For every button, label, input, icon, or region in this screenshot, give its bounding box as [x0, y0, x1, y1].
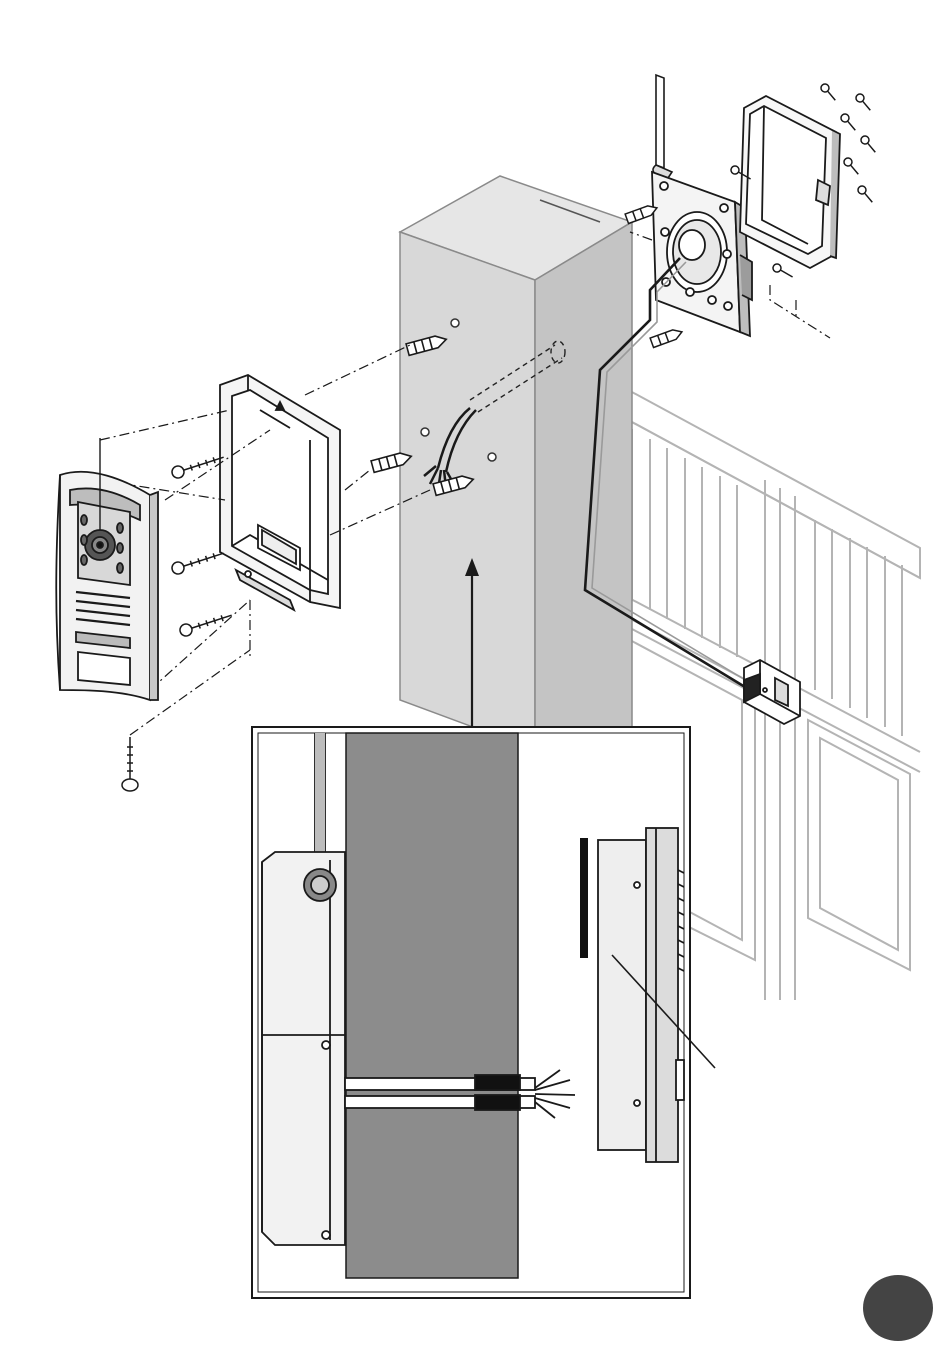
lock-rod — [653, 75, 672, 178]
inset-junction-box — [262, 852, 345, 1245]
gate-post — [400, 176, 632, 750]
electric-lock — [744, 660, 800, 724]
intercom-mounting-box — [220, 375, 340, 610]
inset-post — [346, 733, 518, 1278]
screw — [170, 547, 225, 575]
detail-inset — [252, 727, 715, 1298]
screw — [122, 737, 138, 791]
screw — [178, 609, 233, 637]
intercom-panel — [56, 438, 158, 700]
electric-lock-plate — [652, 172, 752, 336]
page-badge — [863, 1275, 933, 1341]
lock-junction-box — [740, 96, 840, 268]
